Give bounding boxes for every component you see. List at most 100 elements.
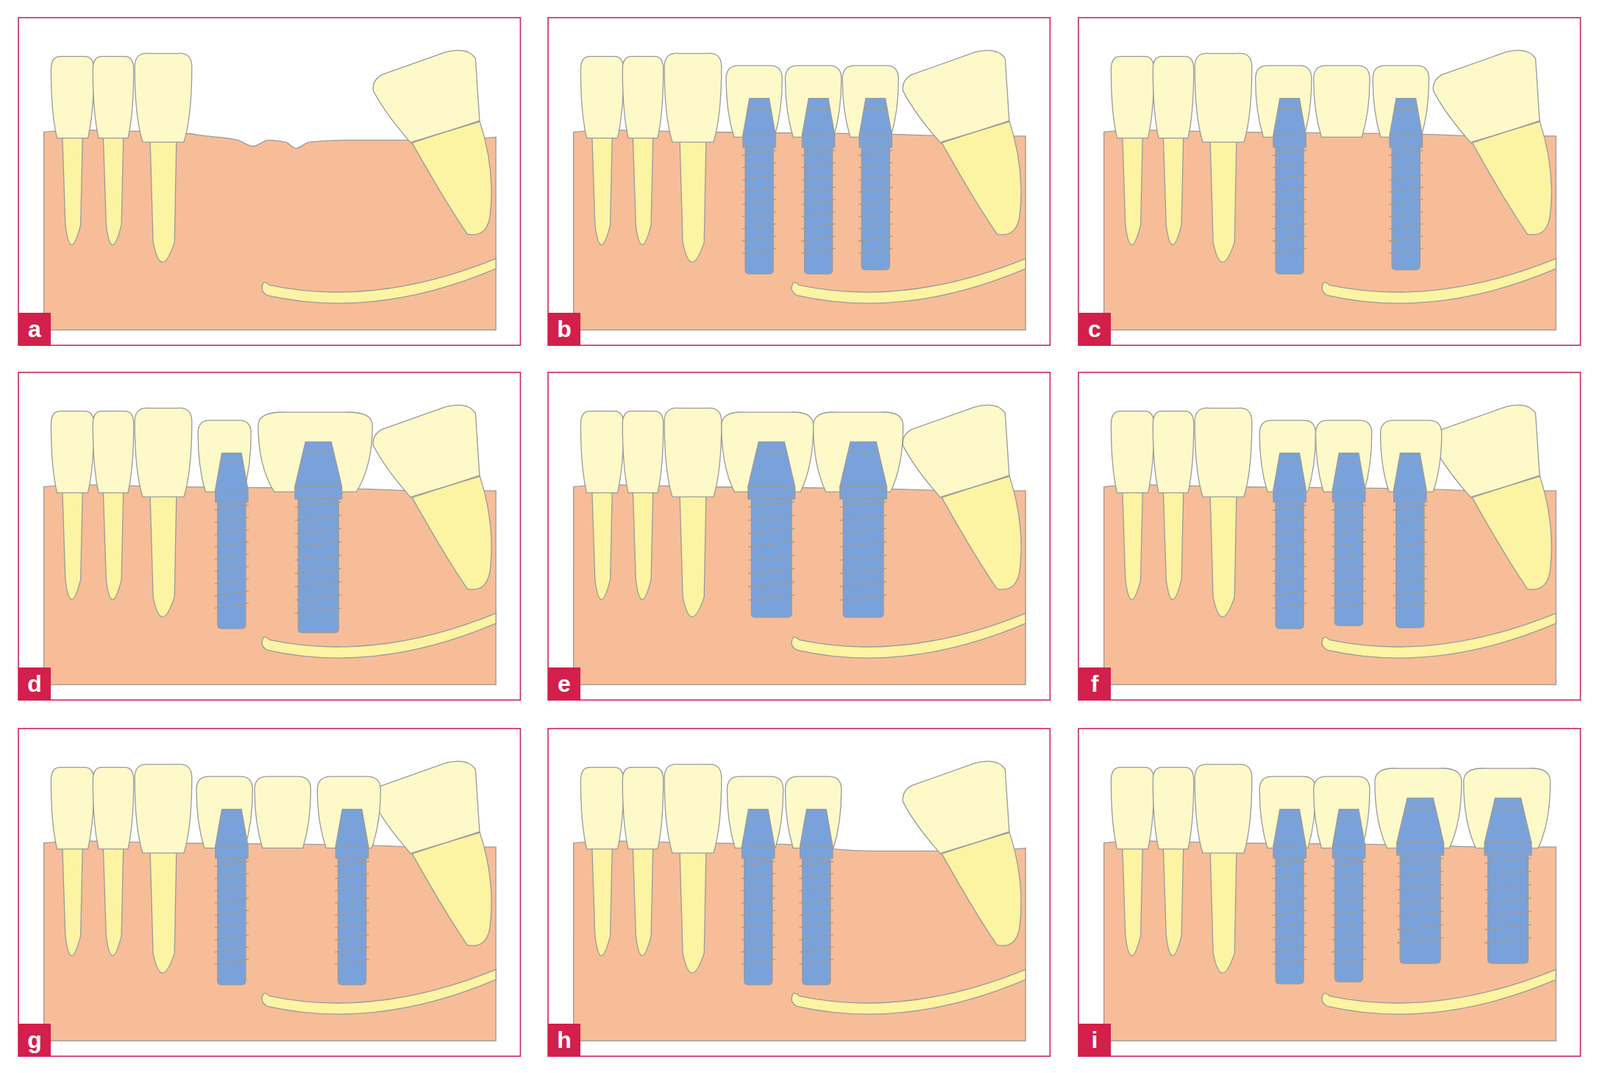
tooth-crown: [1152, 56, 1194, 139]
mandibular-canal: [261, 258, 496, 304]
implant-thread: [799, 934, 834, 940]
implant-thread: [1484, 884, 1531, 890]
implant-thread: [748, 594, 795, 600]
implant-thread: [742, 186, 777, 192]
abutment-line: [1336, 462, 1361, 464]
implant-panel: [548, 728, 1050, 1056]
implant-thread: [1388, 236, 1423, 242]
implant-thread: [1331, 885, 1366, 891]
tooth-root: [150, 136, 177, 262]
prosthetic-crown: [317, 776, 381, 848]
implant-thread: [1331, 541, 1366, 547]
implant-collar: [1396, 842, 1445, 855]
implant-thread: [1272, 517, 1307, 523]
implant-abutment: [748, 441, 796, 487]
implant-thread: [1484, 937, 1531, 943]
dental-implant: [1484, 797, 1532, 963]
tooth-crown: [50, 56, 94, 139]
tilted-molar-neck: [940, 832, 1010, 853]
prosthetic-crown: [721, 411, 814, 492]
implant-thread: [1393, 553, 1428, 560]
implant-thread: [1331, 566, 1366, 572]
mandibular-canal: [261, 612, 496, 658]
implant-thread: [214, 517, 249, 523]
implant-thread: [1396, 923, 1444, 930]
implant-thread: [742, 223, 777, 229]
implant-thread: [1272, 504, 1307, 510]
implant-thread: [740, 946, 775, 952]
implant-thread: [1331, 590, 1366, 596]
implant-abutment: [215, 453, 248, 490]
implant-thread: [214, 504, 249, 510]
implant-thread: [799, 897, 834, 903]
implant-thread: [740, 885, 775, 891]
implant-abutment: [1332, 809, 1365, 846]
implant-panel: [18, 728, 521, 1056]
implant-thread: [1484, 870, 1531, 877]
tilted-molar-neck: [411, 475, 480, 497]
implant-panel: [18, 372, 521, 700]
implant-thread: [748, 501, 795, 507]
implant-thread: [840, 581, 887, 587]
dental-implant: [801, 98, 835, 275]
implant-thread: [1388, 247, 1423, 254]
implant-thread: [742, 211, 777, 218]
prosthetic-crown: [813, 411, 904, 492]
implant-thread: [801, 186, 835, 192]
dental-implant: [214, 453, 249, 629]
implant-thread: [214, 566, 249, 572]
implant-thread: [1272, 885, 1307, 891]
tooth-crown: [134, 763, 192, 853]
tooth-root: [1210, 136, 1237, 262]
dental-implant: [1272, 453, 1307, 629]
prosthetic-crown: [1372, 65, 1429, 137]
tooth-crown: [50, 767, 94, 849]
implant-panel: [548, 17, 1050, 346]
tilted-molar-crown: [1433, 404, 1540, 498]
implant-thread: [214, 873, 249, 879]
implant-thread: [1272, 602, 1307, 608]
implant-thread: [1331, 946, 1366, 952]
implant-thread: [294, 581, 342, 587]
implant-body: [1396, 501, 1425, 628]
tooth-root: [102, 131, 124, 245]
implant-thread: [799, 958, 834, 964]
tooth-crown: [580, 56, 624, 139]
implant-body: [861, 147, 890, 270]
implant-abutment: [1484, 797, 1532, 843]
implant-thread: [840, 528, 887, 534]
tooth-root: [62, 842, 84, 955]
implant-thread: [801, 223, 835, 229]
implant-thread: [1388, 211, 1423, 218]
implant-abutment: [1394, 453, 1427, 490]
implant-thread: [334, 946, 369, 952]
implant-thread: [1272, 199, 1307, 205]
implant-thread: [1331, 958, 1366, 964]
dental-implant: [1272, 98, 1307, 275]
implant-thread: [858, 199, 893, 205]
implant-abutment: [1273, 453, 1306, 490]
implant-thread: [1331, 909, 1366, 916]
abutment-line: [806, 108, 830, 109]
tooth-crown: [1152, 767, 1194, 849]
tilted-molar-neck: [411, 832, 480, 853]
implant-thread: [1393, 590, 1428, 596]
implant-thread: [801, 162, 835, 168]
implant-collar: [840, 486, 888, 499]
panel-letter: g: [18, 1023, 51, 1056]
abutment-line: [756, 451, 787, 453]
implant-thread: [214, 529, 249, 535]
implant-thread: [740, 922, 775, 928]
implant-thread: [740, 958, 775, 964]
tooth-crown: [1110, 411, 1154, 493]
abutment-line: [747, 108, 771, 109]
implant-thread: [1272, 946, 1307, 952]
implant-body: [1487, 854, 1528, 963]
implant-abutment: [215, 809, 248, 846]
abutment-line: [339, 818, 364, 820]
tooth-crown: [1194, 52, 1253, 142]
implant-thread: [1331, 860, 1366, 866]
implant-thread: [742, 247, 777, 254]
implant-thread: [214, 897, 249, 903]
implant-thread: [840, 501, 887, 507]
